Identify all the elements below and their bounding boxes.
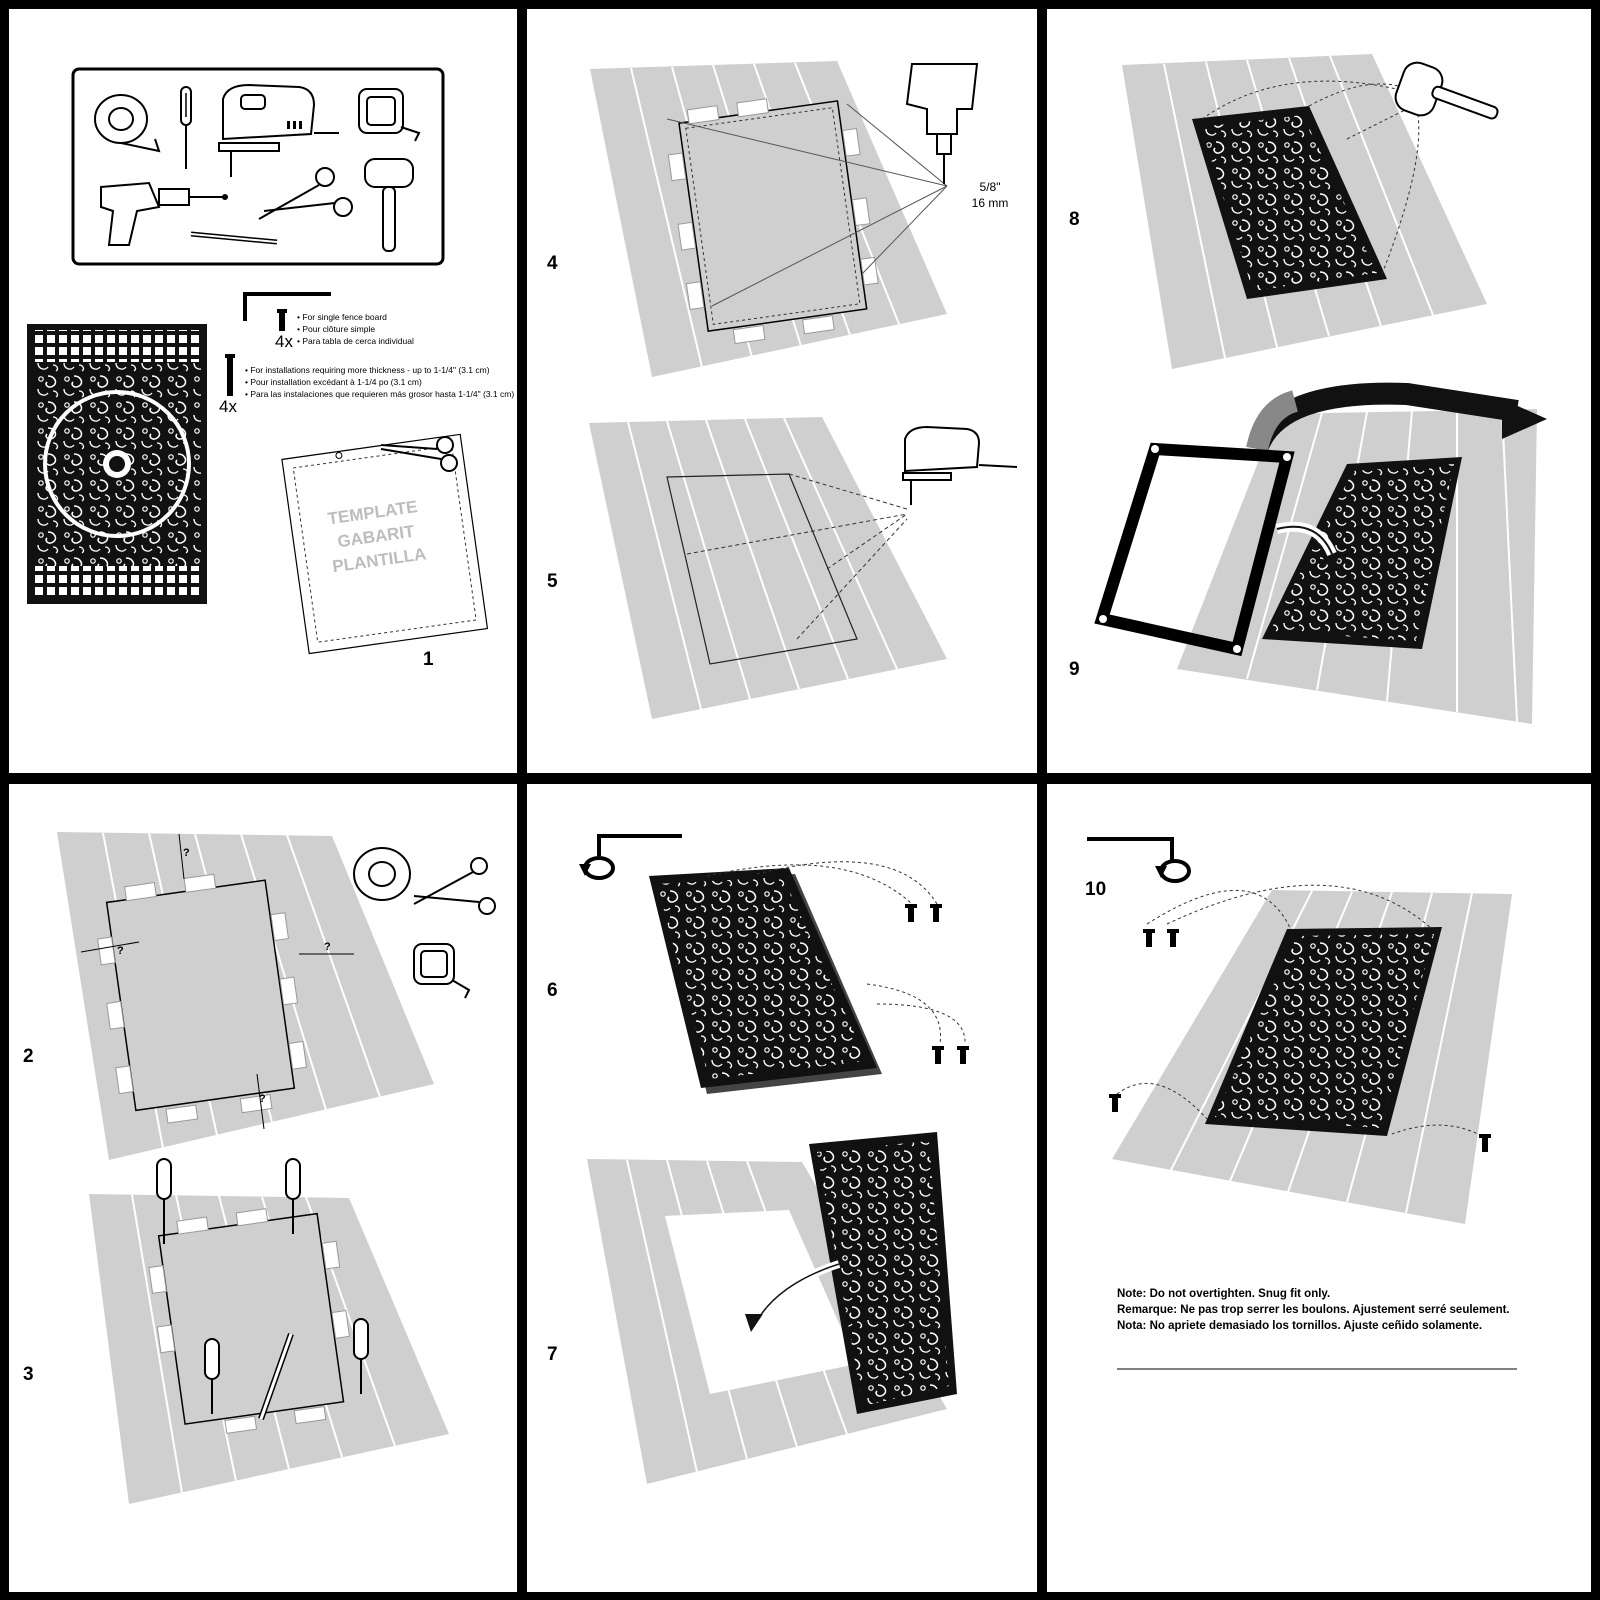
drill-bit-size: 5/8" 16 mm [955,179,1025,211]
screw-icon [225,354,235,396]
insert-arrow [745,1260,841,1332]
mallet-icon [1394,61,1499,120]
decorative-panel [1262,457,1462,649]
measure-arrows [80,833,354,1130]
template-sheet [667,98,879,345]
decorative-panel [649,868,882,1094]
steps-2-3-illustration: ? ? ? ? [57,832,496,1504]
long-screw-notes: • For installations requiring more thick… [245,364,514,400]
screw-icon [1109,929,1491,1152]
short-screw-note-es: • Para tabla de cerca individual [297,336,414,346]
decorative-panel [809,1132,957,1414]
short-screw-qty: 4x [275,332,293,351]
unknown-distance-mark: ? [324,941,331,953]
drill-icon [100,181,228,246]
decorative-panel-icon [27,324,207,604]
tape-measure-icon [358,88,421,142]
fence-board [589,417,947,719]
decorative-panel [1192,106,1387,299]
hex-key-icon [243,292,331,321]
hex-key-icon [1087,837,1174,862]
short-screw-note-fr: • Pour clôture simple [297,324,376,334]
jigsaw-icon [902,425,1018,505]
step-number-7: 7 [547,1344,558,1365]
final-note: Note: Do not overtighten. Snug fit only.… [1117,1286,1557,1334]
drill-icon [905,63,979,184]
flip-arrow-icon [1246,382,1547,454]
panel-steps-6-7: 6 7 [527,784,1037,1592]
step-1-illustration [27,67,489,655]
cut-outline [666,473,858,665]
rotate-arrow-icon [1155,859,1191,883]
panel-step-1: 4x • For single fence board • Pour clôtu… [9,9,517,773]
step-number-2: 2 [23,1046,34,1067]
steps-4-5-illustration [589,61,1018,719]
step-number-1: 1 [423,649,434,670]
final-note-fr: Remarque: Ne pas trop serrer les boulons… [1117,1304,1510,1316]
step-number-3: 3 [23,1364,34,1385]
decorative-panel [1205,927,1442,1136]
long-screw-note-es: • Para las instalaciones que requieren m… [245,389,515,399]
pencil-icon [258,1333,294,1420]
jigsaw-icon [218,83,339,177]
short-screw-note-en: • For single fence board [297,312,387,322]
tape-roll-icon [94,94,161,153]
short-screw-notes: • For single fence board • Pour clôture … [297,311,414,347]
long-screw-qty: 4x [219,397,237,416]
step-10-illustration [1087,837,1517,1370]
scissors-icon [258,167,353,220]
step-number-8: 8 [1069,209,1080,230]
long-screw-note-en: • For installations requiring more thick… [245,365,490,375]
final-note-en: Note: Do not overtighten. Snug fit only. [1117,1288,1331,1300]
tools-box [71,67,445,266]
final-note-es: Nota: No apriete demasiado los tornillos… [1117,1320,1483,1332]
step-number-4: 4 [547,253,558,274]
steps-8-9-illustration [1094,54,1547,724]
drill-bit-size-mm: 16 mm [971,196,1009,210]
drill-bit-size-in: 5/8" [979,180,1001,194]
pencil-icon [190,231,278,245]
scissors-icon [380,436,458,472]
template-sheet [97,873,308,1124]
screw-icon [277,309,287,331]
tape-measure-icon [413,943,471,999]
panel-steps-8-9: 8 9 [1047,9,1591,773]
panel-step-10: 10 Note: Do not overtighten. Snug fit on… [1047,784,1591,1592]
step-number-5: 5 [547,571,558,592]
template-label: TEMPLATE GABARIT PLANTILLA [317,494,436,581]
rotate-arrow-icon [579,856,615,880]
mallet-icon [364,158,414,252]
template-sheet-icon [281,433,489,655]
scissors-icon [413,857,496,915]
long-screw-note-fr: • Pour installation excédant à 1-1/4 po … [245,377,422,387]
screw-icon [905,904,969,1064]
step-number-6: 6 [547,980,558,1001]
hex-key-icon [597,834,682,856]
back-frame [1094,442,1295,657]
unknown-distance-mark: ? [117,945,124,957]
step-number-9: 9 [1069,659,1080,680]
unknown-distance-mark: ? [183,847,190,859]
awl-icon [180,86,192,169]
cut-opening [665,1210,857,1394]
panel-steps-2-3: ? ? ? ? [9,784,517,1592]
tape-roll-icon [353,847,411,901]
panel-steps-4-5: 5/8" 16 mm 4 5 [527,9,1037,773]
steps-6-7-illustration [579,834,969,1484]
unknown-distance-mark: ? [259,1093,266,1105]
step-number-10: 10 [1085,879,1107,900]
awl-icon [156,1158,369,1414]
